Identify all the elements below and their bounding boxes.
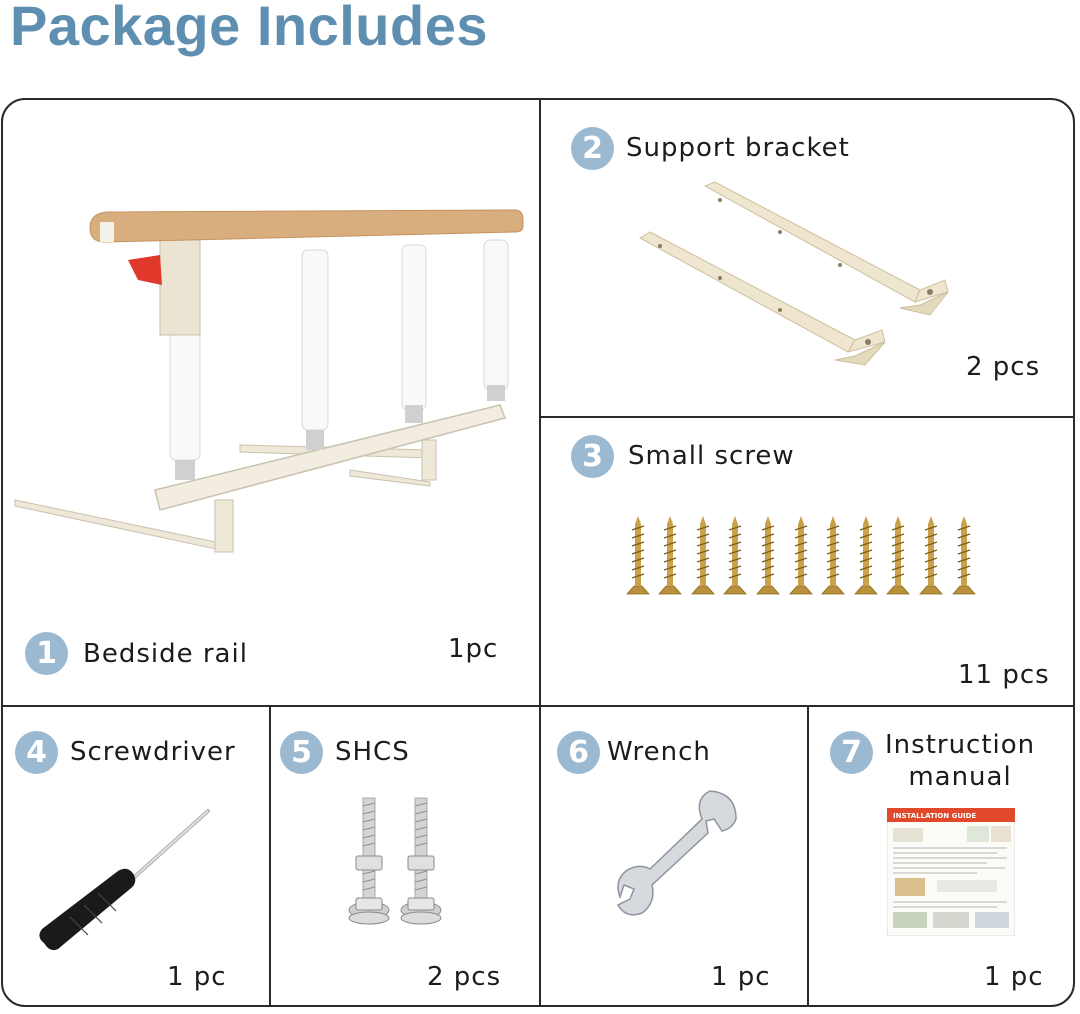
- item-number-badge: 6: [557, 731, 600, 774]
- item-number-badge: 5: [280, 731, 323, 774]
- manual-icon: INSTALLATION GUIDE: [887, 808, 1015, 936]
- item-number-badge: 1: [25, 632, 68, 675]
- item-number-badge: 2: [571, 127, 614, 170]
- item-quantity: 1pc: [448, 634, 499, 664]
- item-label: Wrench: [607, 737, 711, 767]
- package-frame: [1, 98, 1075, 1007]
- item-label: Support bracket: [626, 133, 850, 163]
- screw-icon: [626, 515, 976, 595]
- item-number-badge: 7: [830, 731, 873, 774]
- item-quantity: 1 pc: [167, 962, 227, 992]
- item-label: Instruction manual: [885, 730, 1036, 792]
- item-quantity: 11 pcs: [958, 660, 1050, 690]
- item-label: Small screw: [628, 441, 795, 471]
- screwdriver-icon: [39, 809, 210, 951]
- bolt-icon: [348, 797, 442, 925]
- item-quantity: 1 pc: [711, 962, 771, 992]
- item-quantity: 2 pcs: [966, 352, 1041, 382]
- item-quantity: 2 pcs: [427, 962, 502, 992]
- divider-vertical-top: [539, 99, 541, 1006]
- divider-right-middle: [540, 416, 1074, 418]
- bed-rail-icon: [14, 209, 524, 553]
- divider-vertical-left: [269, 706, 271, 1006]
- wrench-icon: [616, 790, 737, 916]
- item-quantity: 1 pc: [984, 962, 1044, 992]
- bracket-icon: [638, 181, 949, 366]
- divider-vertical-right: [807, 706, 809, 1006]
- item-number-badge: 3: [571, 435, 614, 478]
- item-label: SHCS: [335, 737, 410, 767]
- item-label: Screwdriver: [70, 737, 236, 767]
- page-title: Package Includes: [10, 0, 489, 57]
- item-number-badge: 4: [15, 731, 58, 774]
- manual-heading: INSTALLATION GUIDE: [893, 812, 976, 820]
- item-label: Bedside rail: [83, 639, 248, 669]
- divider-horizontal: [2, 705, 1074, 707]
